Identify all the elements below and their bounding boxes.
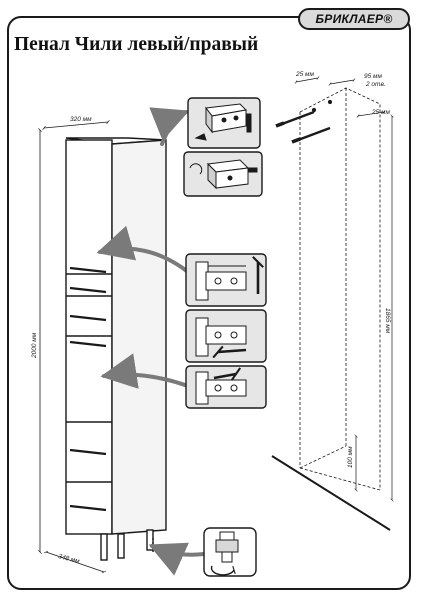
callout-arrow-lower-hinge (100, 353, 190, 389)
wall-outline (299, 87, 381, 491)
hinge-icon (195, 317, 247, 357)
detail-hinge-adjust-depth (185, 309, 267, 363)
cabinet-height-label: 2000 мм (31, 332, 38, 359)
wall-offset-left-label: 25 мм (295, 71, 314, 78)
callout-arrow-bracket (149, 107, 190, 146)
cabinet-leg (117, 533, 125, 559)
sheet-frame (7, 16, 411, 590)
detail-bracket-install (187, 97, 261, 149)
base-depth-label: 348 мм (58, 553, 81, 565)
rotate-arrow-icon (189, 163, 203, 175)
cabinet-leg (100, 533, 108, 561)
callout-arrow-upper-hinge (96, 225, 190, 274)
cabinet-side (111, 139, 167, 535)
callout-arrows (96, 107, 206, 576)
wall-offset-right-label: 25 мм (371, 109, 390, 116)
hinge-icon (195, 261, 247, 301)
mounting-bracket-icon (194, 103, 252, 141)
cabinet-front (65, 139, 113, 535)
detail-hinge-adjust-vertical (185, 253, 267, 307)
cabinet-drawing (65, 137, 167, 561)
brand-badge: БРИКЛАЕР® (298, 8, 410, 30)
arrow-left-icon (212, 345, 247, 359)
detail-hinge-adjust-side (185, 365, 267, 409)
hinge-icon (195, 371, 247, 405)
mount-height-label: 1865 мм (384, 308, 391, 334)
door-handles (69, 266, 107, 512)
detail-foot-adjust (203, 527, 257, 577)
cabinet-width-label: 320 мм (70, 116, 92, 123)
screw-icon (275, 110, 331, 144)
floor-gap-label: 100 мм (347, 446, 354, 468)
detail-bracket-adjust (183, 151, 263, 197)
page-title: Пенал Чили левый/правый (14, 34, 259, 55)
rotate-arrow-icon (210, 565, 236, 576)
hole-count-label: 2 отв. (365, 81, 386, 88)
mounting-bracket-icon (189, 159, 258, 190)
hole-spacing-label: 95 мм (364, 73, 382, 80)
cabinet-dimensions (38, 120, 110, 574)
wall-mount-scheme (271, 76, 394, 531)
adjustable-foot-icon (215, 531, 239, 563)
floor-line (271, 455, 391, 531)
callout-arrow-foot (148, 542, 206, 576)
arrow-right-icon (213, 367, 242, 381)
